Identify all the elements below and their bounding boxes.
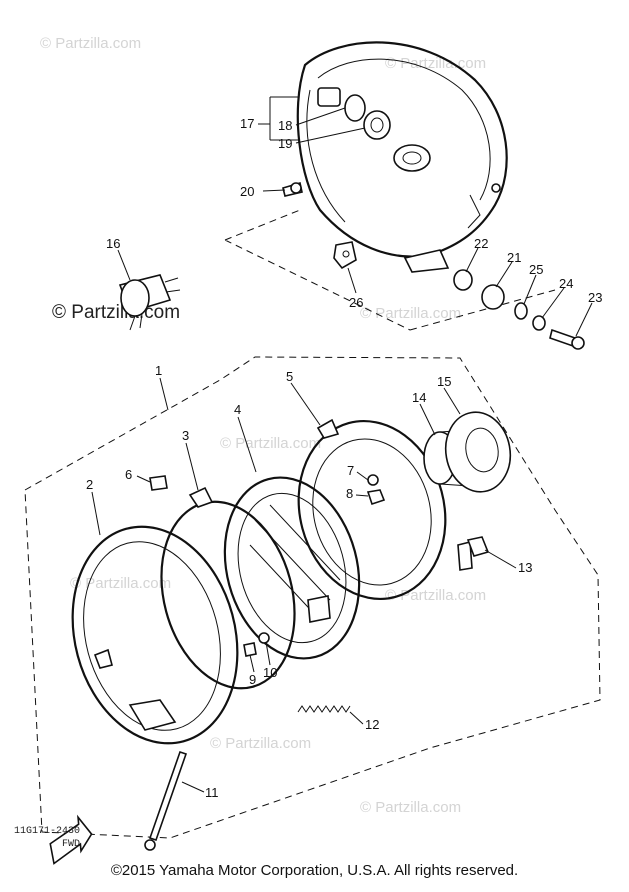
callout-6: 6 <box>125 467 132 482</box>
fwd-arrow-icon: FWD <box>49 814 93 865</box>
spring-12 <box>297 705 351 713</box>
bulb-socket-16 <box>118 274 181 331</box>
callout-labels: 1 2 3 4 5 6 7 8 9 10 11 12 13 14 15 16 1… <box>86 116 602 800</box>
callout-9: 9 <box>249 672 256 687</box>
watermark: © Partzilla.com <box>360 305 461 322</box>
housing-group-outline <box>224 209 556 331</box>
retaining-ring-3 <box>160 486 296 690</box>
headlight-rim-2 <box>71 525 239 745</box>
grommet-parts <box>344 94 391 140</box>
watermark: © Partzilla.com <box>360 799 461 816</box>
callout-26: 26 <box>349 295 363 310</box>
callout-7: 7 <box>347 463 354 478</box>
fwd-label: FWD <box>62 839 80 850</box>
callout-21: 21 <box>507 250 521 265</box>
callout-16: 16 <box>106 236 120 251</box>
copyright-notice: ©2015 Yamaha Motor Corporation, U.S.A. A… <box>110 862 519 879</box>
watermark: © Partzilla.com <box>70 575 171 592</box>
callout-4: 4 <box>234 402 241 417</box>
watermark: © Partzilla.com <box>220 435 321 452</box>
callout-17: 17 <box>240 116 254 131</box>
callout-2: 2 <box>86 477 93 492</box>
nut-26 <box>333 241 357 270</box>
callout-12: 12 <box>365 717 379 732</box>
lens-unit-4 <box>223 476 361 660</box>
watermark-dark: © Partzilla.com <box>52 302 180 323</box>
callout-22: 22 <box>474 236 488 251</box>
watermark: © Partzilla.com <box>40 35 141 52</box>
callout-11: 11 <box>205 785 219 800</box>
watermark: © Partzilla.com <box>385 55 486 72</box>
callout-13: 13 <box>518 560 532 575</box>
callout-8: 8 <box>346 486 353 501</box>
headlight-housing <box>296 41 508 273</box>
callout-15: 15 <box>437 374 451 389</box>
mount-hardware <box>453 269 585 350</box>
callout-23: 23 <box>588 290 602 305</box>
headlight-body-5 <box>297 418 473 601</box>
small-hardware <box>149 475 490 657</box>
bolt-11 <box>144 750 188 851</box>
callout-19: 19 <box>278 136 292 151</box>
assembly-group-outline <box>24 356 601 839</box>
diagram-code: 11G171-2430 <box>14 826 80 837</box>
callout-5: 5 <box>286 369 293 384</box>
watermark: © Partzilla.com <box>210 735 311 752</box>
callout-14: 14 <box>412 390 426 405</box>
callout-10: 10 <box>263 665 277 680</box>
callout-25: 25 <box>529 262 543 277</box>
callout-18: 18 <box>278 118 292 133</box>
callout-20: 20 <box>240 184 254 199</box>
callout-1: 1 <box>155 363 162 378</box>
bulb-cover-15 <box>444 411 512 493</box>
callout-3: 3 <box>182 428 189 443</box>
leader-lines <box>91 96 593 793</box>
screw-nut-7-8 <box>366 474 386 506</box>
callout-24: 24 <box>559 276 573 291</box>
screw-20 <box>282 181 303 197</box>
